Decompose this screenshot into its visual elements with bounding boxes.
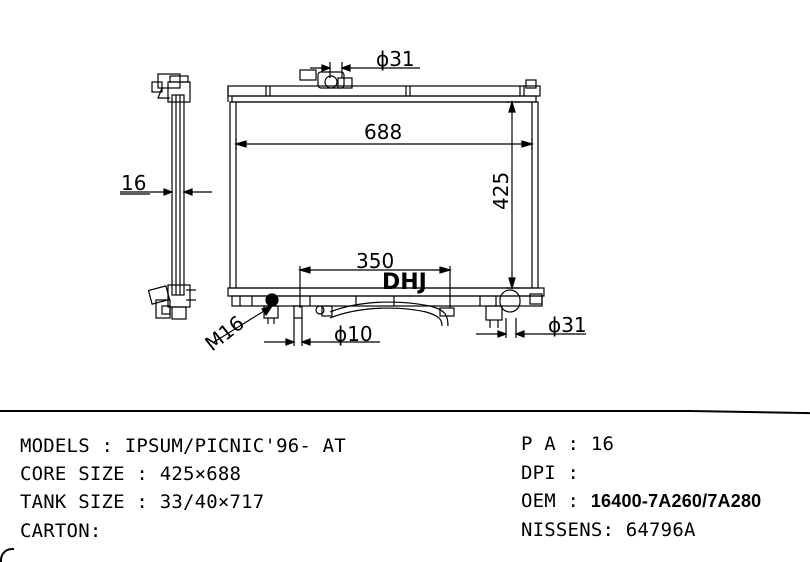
tank-size-label: TANK SIZE	[20, 491, 125, 513]
carton-label: CARTON:	[20, 520, 102, 542]
panel-divider-tail	[689, 410, 810, 415]
width-label: 688	[364, 120, 402, 144]
core-size-row: CORE SIZE : 425×688	[20, 463, 242, 485]
models-value: IPSUM/PICNIC'96- AT	[124, 435, 346, 457]
oil-cooler-diameter: ϕ10	[334, 322, 373, 346]
pa-label: P A	[521, 433, 556, 455]
dimension-lines	[120, 62, 586, 346]
oil-spacing-label: 350	[356, 249, 394, 273]
tank-size-value: 33/40×717	[159, 491, 265, 513]
dpi-row: DPI :	[521, 462, 591, 484]
models-label: MODELS	[20, 435, 90, 457]
top-outlet-diameter: ϕ31	[376, 47, 415, 71]
spec-panel: MODELS : IPSUM/PICNIC'96- AT CORE SIZE :…	[0, 410, 810, 562]
pa-value: 16	[590, 433, 615, 455]
nissens-row: NISSENS: 64796A	[521, 519, 696, 541]
nissens-value: 64796A	[625, 519, 696, 541]
radiator-technical-drawing: 16 688 425 ϕ31 350 DHJ ϕ10 ϕ31 M16	[120, 47, 587, 356]
carton-row: CARTON:	[20, 520, 101, 542]
corner-mark	[0, 548, 14, 562]
front-view	[227, 69, 545, 328]
bottom-outlet-diameter: ϕ31	[548, 313, 587, 337]
drain-thread-label: M16	[200, 311, 248, 356]
height-label: 425	[489, 172, 513, 210]
thickness-label: 16	[121, 171, 146, 195]
oem-label: OEM	[521, 490, 556, 512]
dpi-label: DPI	[521, 462, 556, 484]
oem-row: OEM : 16400-7A260/7A280	[521, 490, 762, 512]
oem-value: 16400-7A260/7A280	[590, 491, 762, 511]
radiator-drawing: 16 688 425 ϕ31 350 DHJ ϕ10 ϕ31 M16	[120, 47, 587, 356]
tank-size-row: TANK SIZE : 33/40×717	[20, 491, 265, 513]
side-view	[147, 73, 196, 320]
panel-divider	[0, 410, 690, 412]
core-size-label: CORE SIZE	[20, 463, 125, 485]
models-row: MODELS : IPSUM/PICNIC'96- AT	[20, 435, 346, 457]
core-size-value: 425×688	[159, 463, 242, 485]
pa-row: P A : 16	[521, 433, 615, 455]
brand-logo: DHJ	[382, 270, 427, 295]
nissens-label: NISSENS:	[521, 519, 615, 541]
